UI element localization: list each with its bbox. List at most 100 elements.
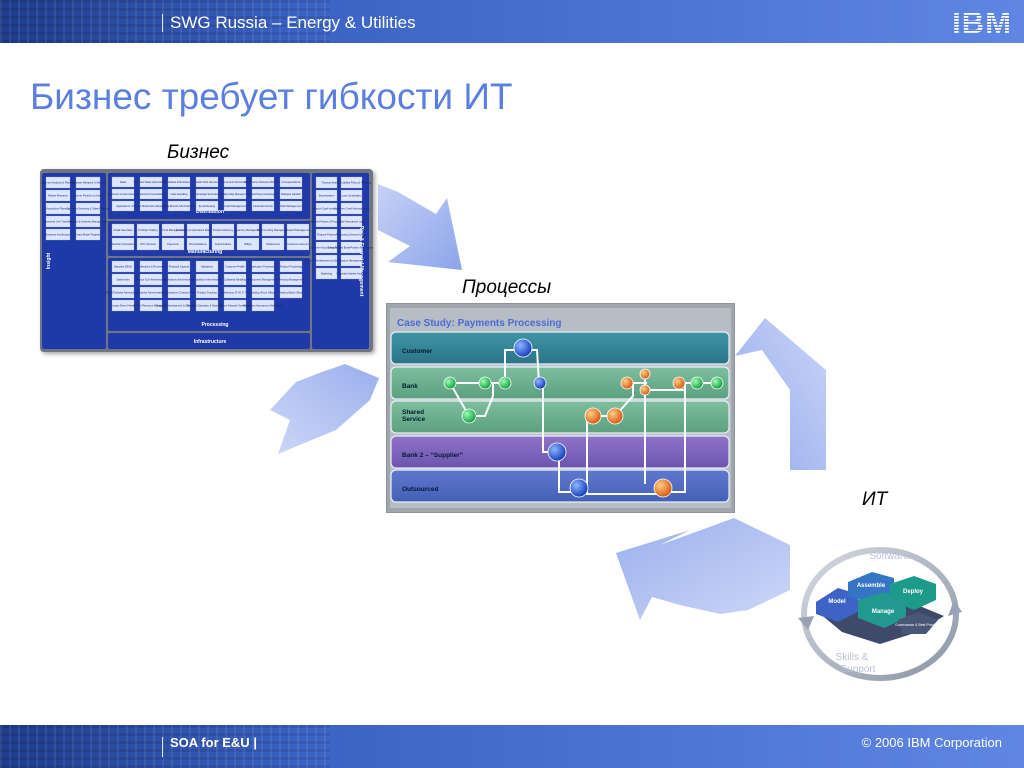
ibm-logo: IBM [952, 5, 1011, 38]
label-processes: Процессы [462, 277, 552, 298]
map-cell [161, 237, 185, 251]
map-cell-label: Business Architecture [46, 233, 71, 237]
swimlane [390, 331, 730, 365]
business-map-svg: InsightDistributionManufacturingProcessi… [41, 173, 376, 349]
map-cell-label: Production & Operations Management [176, 228, 220, 232]
map-cell-label: Customer Behavior & Models [71, 181, 105, 185]
map-cell-label: Inventory Management [235, 228, 262, 232]
map-cell [251, 200, 275, 212]
soa-skills-label: Skills & [836, 652, 869, 663]
map-cell [111, 176, 135, 188]
map-cell [139, 273, 163, 286]
map-cell [315, 267, 338, 280]
map-cell-label: Merchant Operations [111, 242, 136, 246]
map-cell-label: Contact Event History [110, 304, 136, 308]
soa-model-label: Model [828, 599, 846, 605]
map-cell-label: Dialogue Handler [281, 192, 301, 196]
map-cell [223, 286, 247, 299]
map-cell [223, 188, 247, 200]
map-cell-label: Reward Management [286, 228, 311, 232]
map-cell-label: Acquisition Planning [46, 207, 70, 211]
map-cell [195, 273, 219, 286]
map-cell-label: Customer Credit Administration [334, 207, 370, 211]
node-outsourced-2 [653, 478, 673, 498]
map-cell [340, 215, 363, 228]
map-cell [279, 188, 303, 200]
map-cell [261, 223, 285, 237]
map-cell [167, 176, 191, 188]
map-cell [223, 299, 247, 312]
map-cell [223, 176, 247, 188]
section-insight: Insight [46, 252, 52, 269]
map-cell [167, 188, 191, 200]
map-cell [279, 286, 303, 299]
map-cell-label: Customer Portfolio & Analysis [71, 194, 106, 198]
panel-infrastructure [108, 333, 310, 349]
header-bar: SWG Russia – Energy & Utilities IBM [0, 0, 1024, 43]
map-cell [236, 223, 260, 237]
map-cell-label: Branch Network Operations [219, 304, 252, 308]
map-cell-label: Securities Market Analysis [336, 272, 367, 276]
map-cell-label: Risk Management [281, 204, 302, 208]
map-cell-label: Fraud Model Register [76, 233, 101, 237]
map-cell [223, 260, 247, 273]
map-cell [236, 237, 260, 251]
map-cell [251, 273, 275, 286]
map-cell-label: In-bound Call Center [223, 180, 247, 184]
map-cell-label: Document Management [249, 278, 277, 282]
label-it: ИТ [862, 489, 888, 510]
arrow-business-to-processes [378, 184, 462, 270]
map-cell [167, 260, 191, 273]
map-cell-label: Retail Tools Services [195, 180, 220, 184]
map-cell-label: Retail Lending Management [257, 228, 290, 232]
node-bank-2 [478, 376, 492, 390]
map-cell [340, 189, 363, 202]
map-cell [261, 237, 285, 251]
map-cell [279, 176, 303, 188]
map-cell-label: Segment Analysis & Planning [41, 181, 75, 185]
map-cell-label: Business Policies & Procedures [308, 220, 345, 224]
map-cell-label: Securitization [319, 194, 335, 198]
map-cell-label: Application Processing [250, 265, 277, 269]
arrow-processes-to-business [270, 364, 379, 454]
map-cell-label: Servicing Management [278, 278, 305, 282]
header-texture [0, 0, 330, 43]
map-cell-label: Payments [167, 242, 179, 246]
map-cell-label: Advertising Campaigns [250, 192, 277, 196]
map-cell [251, 176, 275, 188]
map-cell-label: Product Directory [213, 228, 234, 232]
map-cell-label: Collateral Handling [224, 278, 246, 282]
map-cell [223, 273, 247, 286]
map-cell-label: Financial Control [253, 204, 273, 208]
map-cell-label: Billing [245, 242, 252, 246]
map-cell [167, 273, 191, 286]
map-cell [186, 237, 210, 251]
label-business: Бизнес [167, 142, 230, 163]
map-cell [315, 202, 338, 215]
map-cell-label: Sales [120, 180, 127, 184]
soa-governance-label: Governance & Best Practices [895, 623, 941, 627]
map-cell [340, 241, 363, 254]
map-cell-label: Product Tracking [197, 291, 217, 295]
swimlane-label: Bank [402, 383, 418, 390]
map-cell [340, 202, 363, 215]
map-cell-label: Loan Syndication [342, 194, 362, 198]
map-cell-label: Portfolio Trading [139, 228, 158, 232]
ring-arrow-left [798, 616, 814, 630]
map-cell [251, 260, 275, 273]
swimlane-label: Bank 2 – “Supplier” [402, 452, 463, 459]
map-cell [340, 254, 363, 267]
map-cell-label: Relationship Management [220, 192, 250, 196]
map-cell-label: Trading (Back Office) [279, 291, 303, 295]
map-cell [279, 273, 303, 286]
map-cell-label: Collections & Recovery [138, 265, 166, 269]
map-cell [279, 260, 303, 273]
map-cell [136, 223, 160, 237]
arrow-processes-to-it [735, 318, 826, 470]
node-bank-10 [710, 376, 724, 390]
map-cell [139, 260, 163, 273]
map-cell [136, 237, 160, 251]
map-cell-label: Product Development & Deployment [306, 259, 348, 263]
